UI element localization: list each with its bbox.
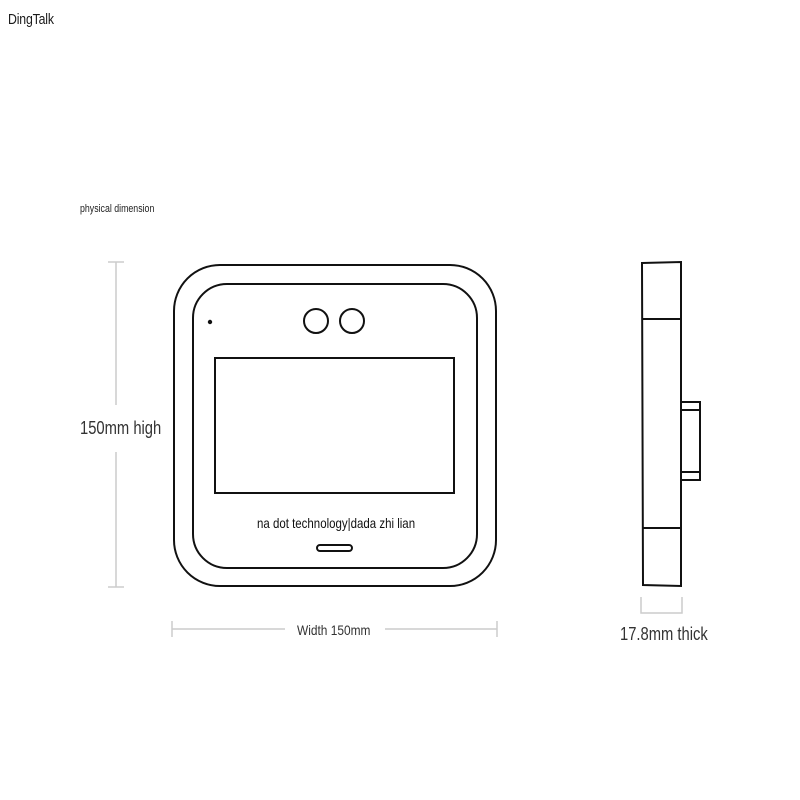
height-label: 150mm high <box>80 418 162 438</box>
thickness-dimension-line <box>640 597 683 614</box>
sensor-dot <box>207 319 213 325</box>
brand-logo-text: DingTalk <box>8 11 54 28</box>
thickness-label: 17.8mm thick <box>620 624 708 644</box>
outer-frame <box>173 264 497 587</box>
width-dimension-line <box>171 621 498 637</box>
side-mount-bracket <box>680 401 701 481</box>
speaker-slot <box>316 544 353 552</box>
device-front-view <box>173 264 497 587</box>
display-screen <box>214 357 455 494</box>
side-body <box>640 260 682 588</box>
inner-bezel <box>192 283 478 569</box>
width-label: Width 150mm <box>297 622 371 638</box>
section-title: physical dimension <box>80 203 155 215</box>
device-side-view <box>640 260 701 588</box>
height-dimension-line <box>108 261 124 588</box>
device-brand-text: na dot technology|dada zhi lian <box>257 515 416 531</box>
camera-lens-right <box>339 308 365 334</box>
camera-lens-left <box>303 308 329 334</box>
